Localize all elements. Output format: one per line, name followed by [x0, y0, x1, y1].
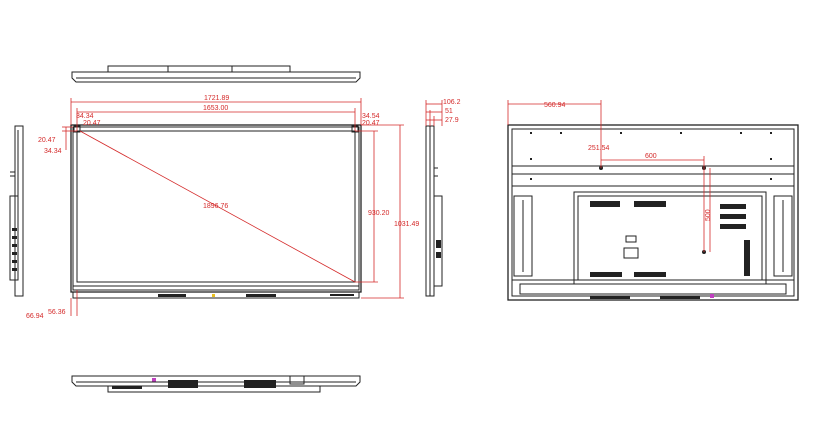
rear-offset-y-label: 251.54 [588, 145, 610, 152]
vesa-v-label: 500 [705, 209, 712, 221]
rear-offset-x-label: 560.94 [544, 102, 566, 109]
front-view: 1896.76 1721.89 1653.00 34.34 20.47 20.4… [26, 95, 419, 320]
depth-total-label: 106.2 [443, 99, 461, 106]
screen-height-label: 930.20 [368, 210, 390, 217]
diagonal-label: 1896.76 [203, 203, 228, 210]
right-side-view: 106.2 51 27.9 [425, 99, 461, 297]
rear-mount-holes [530, 132, 772, 180]
left-top-v-label: 20.47 [38, 137, 56, 144]
vesa-h-label: 600 [645, 153, 657, 160]
overall-width-label: 1721.89 [204, 95, 229, 102]
left-top-h-label: 34.34 [76, 113, 94, 120]
top-view [71, 65, 361, 83]
screen-width-label: 1653.00 [203, 105, 228, 112]
rear-view: 560.94 251.54 600 500 [507, 100, 799, 301]
bottom-view [71, 375, 361, 393]
overall-height-label: 1031.49 [394, 221, 419, 228]
depth-mid-label: 51 [445, 108, 453, 115]
left-top-h2-label: 20.47 [83, 120, 101, 127]
bottom-left-label: 66.94 [26, 313, 44, 320]
bottom-right-label: 56.36 [48, 309, 66, 316]
left-side-view [9, 125, 24, 297]
right-top-h-label: 34.54 [362, 113, 380, 120]
depth-thin-label: 27.9 [445, 117, 459, 124]
left-top-v2-label: 34.34 [44, 148, 62, 155]
right-top-v-label: 20.47 [362, 120, 380, 127]
